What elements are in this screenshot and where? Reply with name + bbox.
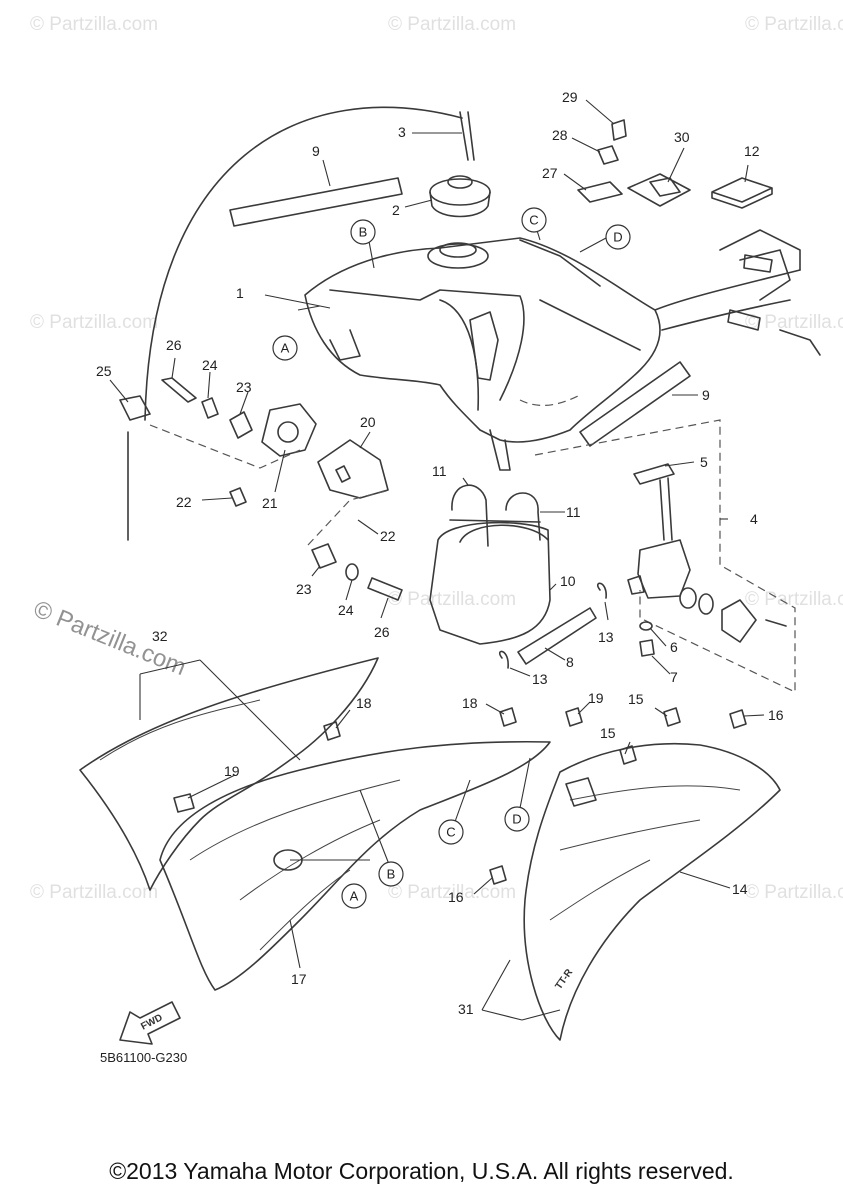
callout-3: 3	[398, 124, 406, 140]
callout-11-left: 11	[432, 463, 447, 479]
frame-section	[654, 229, 821, 356]
fasteners	[173, 707, 747, 885]
fuel-cock	[534, 419, 796, 693]
watermark: © Partzilla.com	[30, 312, 158, 333]
callout-16-lower: 16	[448, 889, 464, 905]
svg-text:B: B	[359, 225, 368, 240]
watermark: © Partzilla.com	[745, 312, 843, 333]
copyright-notice: ©2013 Yamaha Motor Corporation, U.S.A. A…	[109, 1158, 734, 1184]
callout-32: 32	[152, 628, 168, 644]
callout-19-left: 19	[224, 763, 240, 779]
svg-text:D: D	[613, 230, 622, 245]
callout-5: 5	[700, 454, 708, 470]
damper-lower	[579, 361, 691, 447]
side-cover-left	[159, 740, 551, 991]
reference-markers: A B C D A B C D	[272, 207, 631, 909]
callout-9-upper: 9	[312, 143, 320, 159]
callout-26-lower: 26	[374, 624, 390, 640]
damper-upper	[229, 177, 403, 227]
watermark: © Partzilla.com	[745, 589, 843, 610]
callout-15-upper: 15	[628, 691, 644, 707]
fwd-label: FWD	[139, 1012, 164, 1032]
watermark: © Partzilla.com	[30, 882, 158, 903]
vent-hose	[127, 106, 463, 541]
callout-13-left: 13	[532, 671, 548, 687]
svg-text:B: B	[387, 867, 396, 882]
callout-10: 10	[560, 573, 576, 589]
callout-27: 27	[542, 165, 558, 181]
callout-4: 4	[750, 511, 758, 527]
fuel-cap	[429, 175, 491, 218]
callout-30: 30	[674, 129, 690, 145]
vent-hose-top	[459, 111, 475, 161]
watermark: © Partzilla.com	[388, 882, 516, 903]
ref-d-lower: D	[504, 806, 530, 832]
callout-17: 17	[291, 971, 307, 987]
callout-31: 31	[458, 1001, 474, 1017]
pad	[711, 177, 773, 209]
callout-11-right: 11	[566, 504, 581, 520]
callout-23-upper: 23	[236, 379, 252, 395]
svg-text:D: D	[512, 812, 521, 827]
ref-a-lower: A	[341, 883, 367, 909]
mount-lower	[307, 489, 403, 601]
fuel-hose	[517, 607, 597, 665]
fwd-arrow: FWD	[119, 1001, 181, 1045]
callout-24-upper: 24	[202, 357, 218, 373]
callout-20: 20	[360, 414, 376, 430]
ref-b-lower: B	[378, 861, 404, 887]
callout-18-left: 18	[356, 695, 372, 711]
callout-2: 2	[392, 202, 400, 218]
callout-14: 14	[732, 881, 748, 897]
callout-24-lower: 24	[338, 602, 354, 618]
tank-logo: TT-R	[553, 967, 575, 992]
watermark: © Partzilla.com	[30, 14, 158, 35]
callout-25: 25	[96, 363, 112, 379]
callout-16-upper: 16	[768, 707, 784, 723]
callout-15-lower: 15	[600, 725, 616, 741]
watermark: © Partzilla.com	[388, 589, 516, 610]
callout-13-right: 13	[598, 629, 614, 645]
mount-left	[119, 377, 317, 507]
mount-bracket	[317, 439, 389, 499]
fuel-tank	[304, 237, 661, 471]
hose-clamp	[499, 582, 607, 669]
diagram-code: 5B61100-G230	[100, 1050, 187, 1065]
watermark: © Partzilla.com	[388, 14, 516, 35]
watermarks: © Partzilla.com © Partzilla.com © Partzi…	[30, 14, 843, 903]
callout-8: 8	[566, 654, 574, 670]
callout-9-lower: 9	[702, 387, 710, 403]
callout-23-lower: 23	[296, 581, 312, 597]
fuel-box	[429, 484, 551, 645]
callout-6: 6	[670, 639, 678, 655]
watermark: © Partzilla.com	[745, 14, 843, 35]
leader-lines	[109, 99, 765, 1021]
svg-text:A: A	[350, 889, 359, 904]
callout-19-right: 19	[588, 690, 604, 706]
watermark: © Partzilla.com	[745, 882, 843, 903]
svg-text:C: C	[529, 213, 538, 228]
callout-18-right: 18	[462, 695, 478, 711]
svg-text:C: C	[446, 825, 455, 840]
ref-c-upper: C	[521, 207, 547, 233]
shroud-left	[79, 657, 379, 891]
ref-c-lower: C	[438, 819, 464, 845]
callout-26-upper: 26	[166, 337, 182, 353]
callout-22-left: 22	[176, 494, 192, 510]
ref-a-upper: A	[272, 335, 298, 361]
callout-28: 28	[552, 127, 568, 143]
bracket-hardware	[577, 119, 691, 207]
callout-22-right: 22	[380, 528, 396, 544]
callout-12: 12	[744, 143, 760, 159]
callout-7: 7	[670, 669, 678, 685]
svg-text:A: A	[281, 341, 290, 356]
ref-b-upper: B	[350, 219, 376, 245]
callout-29: 29	[562, 89, 578, 105]
callout-1: 1	[236, 285, 244, 301]
ref-d-upper: D	[605, 224, 631, 250]
callout-labels: 1 2 3 4 5 6 7 8 9 9 10 11 11 12 13 13 14…	[96, 89, 784, 1017]
callout-21: 21	[262, 495, 278, 511]
